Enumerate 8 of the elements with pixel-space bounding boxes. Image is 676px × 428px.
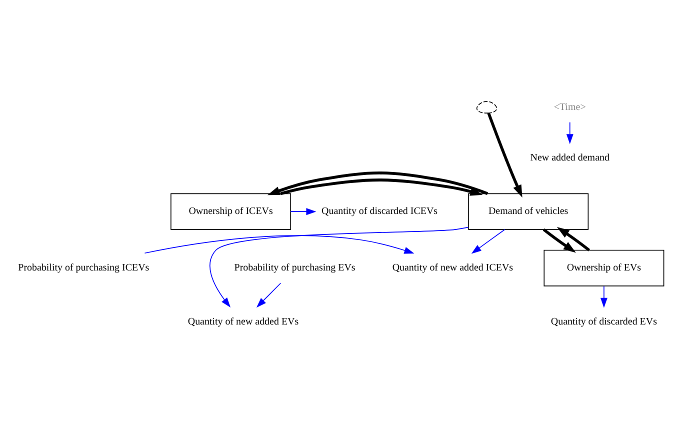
node-text: <Time> bbox=[554, 101, 586, 112]
node-text: Quantity of discarded ICEVs bbox=[322, 206, 438, 217]
node-text: Quantity of new added ICEVs bbox=[392, 262, 514, 274]
node-text: Probability of purchasing ICEVs bbox=[18, 262, 150, 274]
node-text: Probability of purchasing EVs bbox=[234, 262, 356, 274]
node-text: Quantity of new added EVs bbox=[188, 316, 299, 327]
node-text: New added demand bbox=[530, 152, 610, 164]
node-text: Quantity of discarded EVs bbox=[550, 316, 657, 327]
